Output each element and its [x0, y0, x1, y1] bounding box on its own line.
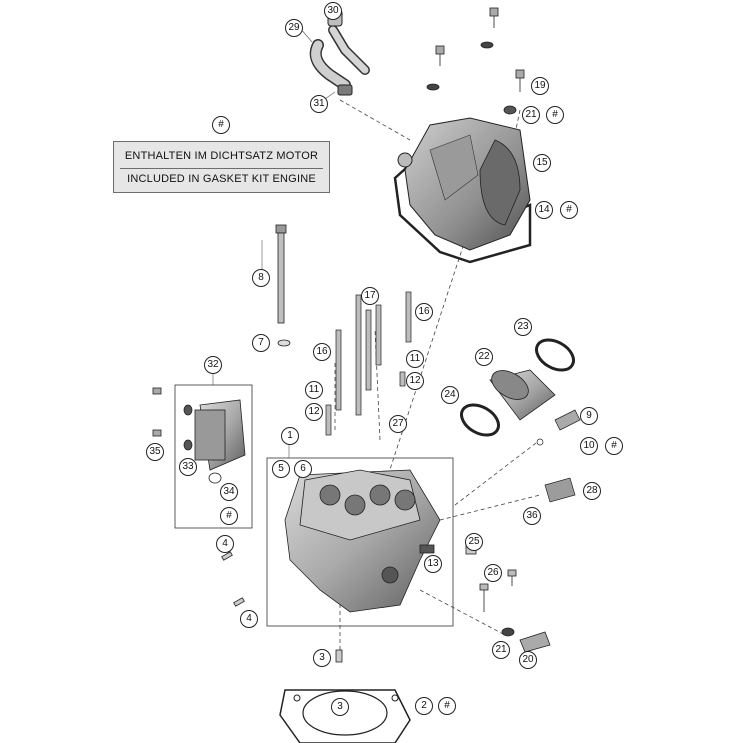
cylinder-head-bolt [275, 224, 291, 347]
callout-35[interactable]: 35 [146, 443, 164, 461]
callout-26[interactable]: 26 [484, 564, 502, 582]
callout-24[interactable]: 24 [441, 386, 459, 404]
legend-hash-symbol: # [212, 116, 230, 134]
callout-10[interactable]: 10 [580, 437, 598, 455]
secondary-air-valve [152, 387, 246, 484]
callout-2[interactable]: 2 [415, 697, 433, 715]
callout-16-left[interactable]: 16 [313, 343, 331, 361]
legend-divider [120, 168, 323, 169]
callout-13[interactable]: 13 [424, 555, 442, 573]
callout-3-gasket[interactable]: 3 [331, 698, 349, 716]
callout-19[interactable]: 19 [531, 77, 549, 95]
callout-29[interactable]: 29 [285, 19, 303, 37]
callout-12[interactable]: 12 [406, 372, 424, 390]
callout-23[interactable]: 23 [514, 318, 532, 336]
callout-8[interactable]: 8 [252, 269, 270, 287]
legend-text-english: INCLUDED IN GASKET KIT ENGINE [127, 173, 316, 185]
callout-10-hash[interactable]: # [605, 437, 623, 455]
callout-1[interactable]: 1 [281, 427, 299, 445]
callout-16[interactable]: 16 [415, 303, 433, 321]
sensors [536, 409, 581, 503]
callout-28[interactable]: 28 [583, 482, 601, 500]
callout-31[interactable]: 31 [310, 95, 328, 113]
callout-12-left[interactable]: 12 [305, 403, 323, 421]
callout-21-hash[interactable]: # [546, 106, 564, 124]
callout-5[interactable]: 5 [272, 460, 290, 478]
callout-27[interactable]: 27 [389, 415, 407, 433]
callout-20[interactable]: 20 [519, 651, 537, 669]
callout-15[interactable]: 15 [533, 154, 551, 172]
callout-14-hash[interactable]: # [560, 201, 578, 219]
group-box-1 [266, 457, 454, 627]
callout-22[interactable]: 22 [475, 348, 493, 366]
dowel-3 [335, 649, 343, 663]
callout-4-lower[interactable]: 4 [240, 610, 258, 628]
callout-6[interactable]: 6 [294, 460, 312, 478]
callout-17[interactable]: 17 [361, 287, 379, 305]
studs [325, 291, 412, 436]
legend-text-german: ENTHALTEN IM DICHTSATZ MOTOR [124, 150, 319, 162]
gasket-kit-legend: ENTHALTEN IM DICHTSATZ MOTOR INCLUDED IN… [113, 141, 330, 193]
callout-2-hash[interactable]: # [438, 697, 456, 715]
callout-7[interactable]: 7 [252, 334, 270, 352]
callout-14[interactable]: 14 [535, 201, 553, 219]
intake-parts [460, 338, 575, 437]
cylinder-head [284, 469, 441, 613]
callout-34[interactable]: 34 [220, 483, 238, 501]
callout-25[interactable]: 25 [465, 533, 483, 551]
callout-30[interactable]: 30 [324, 2, 342, 20]
head-gasket [279, 689, 411, 743]
callout-11[interactable]: 11 [406, 350, 424, 368]
callout-3[interactable]: 3 [313, 649, 331, 667]
callout-36[interactable]: 36 [523, 507, 541, 525]
cover-screws [426, 7, 525, 115]
callout-34-hash[interactable]: # [220, 507, 238, 525]
group-box-32 [174, 384, 253, 529]
callout-33[interactable]: 33 [179, 458, 197, 476]
callout-32[interactable]: 32 [204, 356, 222, 374]
dowel-pins [221, 551, 245, 607]
callout-4[interactable]: 4 [216, 535, 234, 553]
callout-9[interactable]: 9 [580, 407, 598, 425]
callout-21[interactable]: 21 [522, 106, 540, 124]
callout-21-lower[interactable]: 21 [492, 641, 510, 659]
side-bolts [465, 545, 551, 653]
callout-11-left[interactable]: 11 [305, 381, 323, 399]
